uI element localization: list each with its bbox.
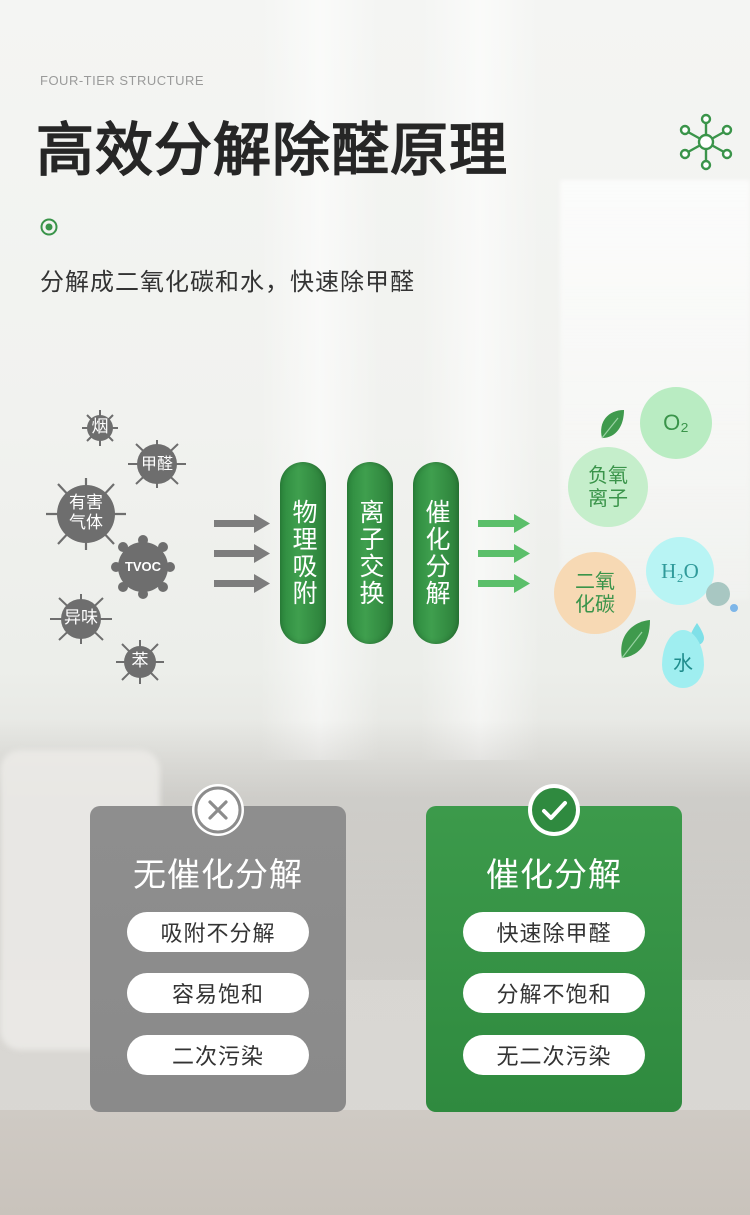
pollutant-label: 甲醛 [140, 453, 173, 473]
oxygen-label: O₂ [663, 410, 689, 436]
check-icon [532, 788, 576, 832]
stage-catalytic-decomposition: 催化分解 [413, 462, 459, 644]
pollutant-label: TVOC [124, 558, 162, 574]
input-arrows [214, 514, 270, 593]
card-with-catalysis: 催化分解 快速除甲醛 分解不饱和 无二次污染 [426, 806, 682, 1112]
eyebrow-label: FOUR-TIER STRUCTURE [40, 73, 205, 88]
pollutant-label: 有害 气体 [69, 493, 103, 533]
card-chip: 二次污染 [127, 1035, 309, 1075]
pollutant-smoke: 烟 [82, 410, 118, 446]
pollutant-tvoc: TVOC [108, 534, 178, 600]
virus-icon [46, 478, 126, 550]
target-icon [40, 218, 58, 236]
decor-dot [730, 604, 738, 612]
virus-icon [116, 640, 164, 684]
virus-icon [82, 410, 118, 446]
page-title: 高效分解除醛原理 [36, 116, 509, 184]
card-chip: 吸附不分解 [127, 912, 309, 952]
stage-ion-exchange: 离子交换 [347, 462, 393, 644]
stage-physical-adsorption: 物理吸附 [280, 462, 326, 644]
pollutant-benzene: 苯 [116, 640, 164, 684]
pollutant-odor: 异味 [50, 594, 112, 644]
card-without-catalysis: 无催化分解 吸附不分解 容易饱和 二次污染 [90, 806, 346, 1112]
virus-icon [50, 594, 112, 644]
pollutant-formaldehyde: 甲醛 [128, 440, 186, 488]
molecule-icon [679, 113, 733, 171]
pollutant-label: 烟 [91, 417, 109, 438]
check-badge [528, 784, 580, 836]
co2-label: 二氧 化碳 [575, 569, 615, 616]
virus-icon [128, 440, 186, 488]
output-carbon-dioxide: 二氧 化碳 [554, 552, 636, 634]
output-negative-ions: 负氧 离子 [568, 447, 648, 527]
decor-dot [706, 582, 730, 606]
anion-label: 负氧 离子 [588, 463, 628, 510]
h2o-label: H₂O [661, 558, 699, 583]
page-subtitle: 分解成二氧化碳和水，快速除甲醛 [40, 268, 415, 296]
pollutant-harmful-gas: 有害 气体 [46, 478, 126, 550]
background-window [560, 180, 750, 600]
output-h2o: H₂O [646, 537, 714, 605]
leaf-icon [601, 410, 624, 439]
pollutant-label: 异味 [64, 608, 98, 629]
cross-badge [192, 784, 244, 836]
output-water: 水 [662, 630, 704, 688]
card-chip: 容易饱和 [127, 973, 309, 1013]
leaf-icon [621, 620, 650, 659]
output-arrows [478, 514, 530, 593]
virus-icon [111, 535, 175, 599]
card-chip: 分解不饱和 [463, 973, 645, 1013]
card-chip: 无二次污染 [463, 1035, 645, 1075]
close-icon [194, 786, 242, 834]
pollutant-label: 苯 [131, 651, 149, 672]
card-title: 催化分解 [486, 855, 622, 894]
card-title: 无催化分解 [133, 855, 303, 894]
background-floor [0, 1110, 750, 1215]
card-chip: 快速除甲醛 [463, 912, 645, 952]
water-label: 水 [673, 650, 693, 675]
output-oxygen: O₂ [640, 387, 712, 459]
